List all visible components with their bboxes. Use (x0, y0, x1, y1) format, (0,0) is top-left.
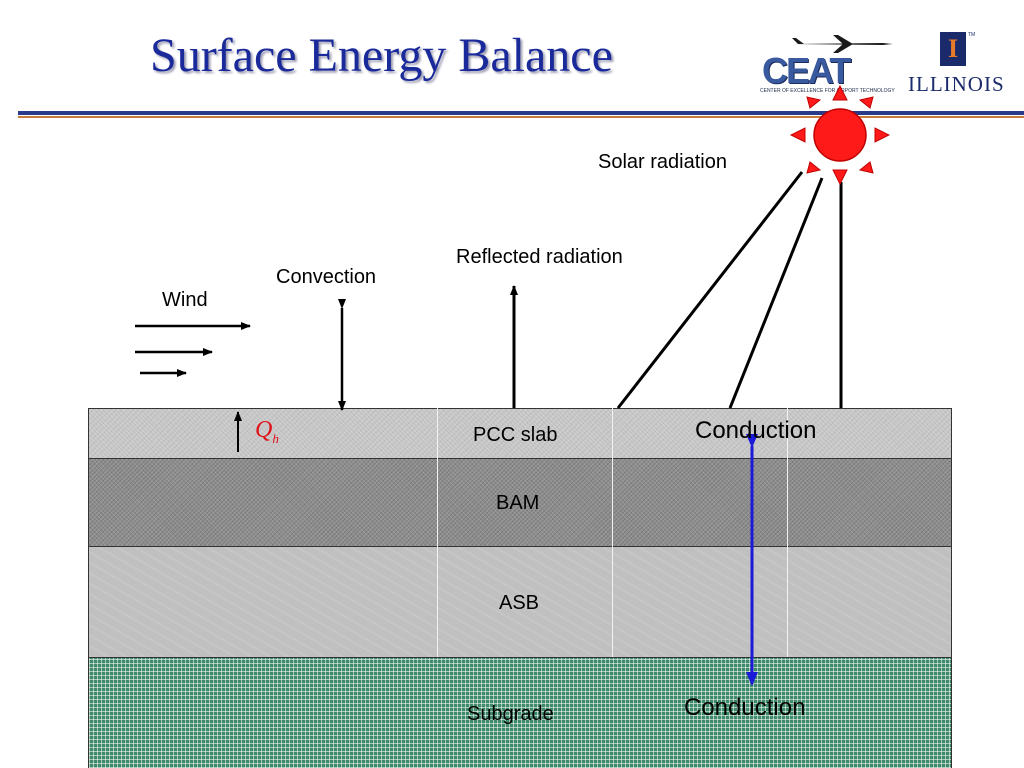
solar-ray (728, 177, 824, 409)
layer-bam (88, 458, 952, 546)
label-conduction-bottom: Conduction (684, 694, 806, 721)
ceat-logo-subtitle: CENTER OF EXCELLENCE FOR AIRPORT TECHNOL… (760, 88, 895, 94)
label-wind: Wind (162, 289, 208, 311)
airplane-icon (792, 35, 893, 53)
layer-asb (88, 546, 952, 657)
label-reflected-radiation: Reflected radiation (456, 246, 623, 268)
layer-label-bam: BAM (496, 492, 540, 514)
layer-subgrade (88, 657, 952, 768)
label-solar-radiation: Solar radiation (598, 151, 727, 173)
qh-symbol: Qh (255, 417, 279, 446)
sun-icon (789, 84, 891, 186)
ceat-illinois-logo: CEAT CENTER OF EXCELLENCE FOR AIRPORT TE… (758, 30, 1018, 100)
layer-label-subgrade: Subgrade (467, 703, 554, 725)
layer-label-asb: ASB (499, 592, 540, 614)
layer-label-pcc-slab: PCC slab (473, 424, 558, 446)
illinois-block-i: I (940, 32, 966, 66)
ceat-logo-text: CEAT (762, 50, 851, 91)
title-rule-blue (18, 111, 1024, 115)
trademark: TM (968, 32, 976, 38)
layer-divider (787, 408, 788, 657)
layer-divider (437, 408, 438, 657)
illinois-logo-text: ILLINOIS (908, 72, 1005, 96)
label-convection: Convection (276, 266, 377, 288)
title-rule-orange (18, 116, 1024, 118)
solar-ray (616, 171, 804, 409)
layer-divider (612, 408, 613, 657)
layer-pcc-slab (88, 408, 952, 458)
slide-title: Surface Energy Balance (150, 29, 613, 82)
label-conduction-top: Conduction (695, 417, 817, 444)
